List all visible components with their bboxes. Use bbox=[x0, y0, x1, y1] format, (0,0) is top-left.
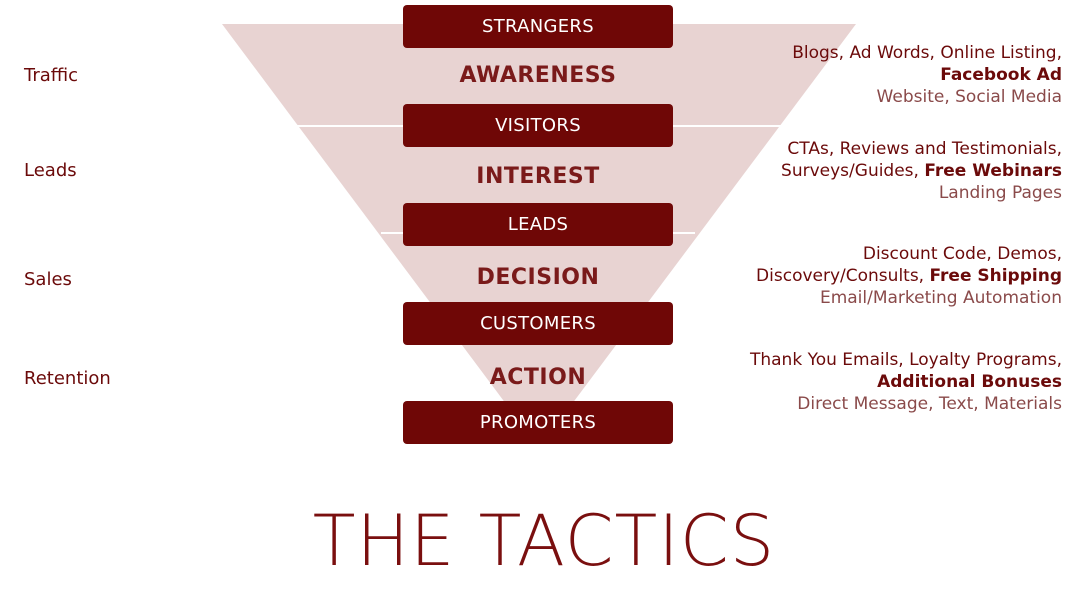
phase-action: ACTION bbox=[489, 365, 587, 390]
page-title: THE TACTICS bbox=[312, 500, 776, 582]
tactic-prefix: Discovery/Consults, bbox=[756, 266, 930, 286]
tactic-highlight: Free Shipping bbox=[929, 266, 1063, 286]
stage-label-traffic: Traffic bbox=[24, 65, 79, 86]
tactics-interest: CTAs, Reviews and Testimonials, Surveys/… bbox=[781, 138, 1062, 204]
box-visitors: VISITORS bbox=[403, 104, 673, 147]
tactic-line-2: Surveys/Guides, Free Webinars bbox=[781, 160, 1062, 182]
box-leads: LEADS bbox=[403, 203, 673, 246]
tactic-line-2: Discovery/Consults, Free Shipping bbox=[756, 265, 1062, 287]
stage-label-retention: Retention bbox=[24, 368, 111, 389]
box-promoters: PROMOTERS bbox=[403, 401, 673, 444]
tactic-highlight: Free Webinars bbox=[924, 161, 1062, 181]
tactics-awareness: Blogs, Ad Words, Online Listing, Faceboo… bbox=[792, 42, 1062, 108]
tactic-channels: Landing Pages bbox=[938, 183, 1062, 203]
tactic-line: Blogs, Ad Words, Online Listing, bbox=[792, 43, 1062, 63]
tactic-prefix: Surveys/Guides, bbox=[781, 161, 925, 181]
phase-decision: DECISION bbox=[476, 265, 600, 290]
tactic-highlight: Additional Bonuses bbox=[877, 372, 1062, 392]
tactics-decision: Discount Code, Demos, Discovery/Consults… bbox=[756, 243, 1062, 309]
tactic-channels: Email/Marketing Automation bbox=[819, 288, 1062, 308]
box-customers: CUSTOMERS bbox=[403, 302, 673, 345]
tactic-line: CTAs, Reviews and Testimonials, bbox=[787, 139, 1062, 159]
tactic-channels: Website, Social Media bbox=[876, 87, 1062, 107]
phase-interest: INTEREST bbox=[476, 164, 600, 189]
box-strangers: STRANGERS bbox=[403, 5, 673, 48]
tactics-action: Thank You Emails, Loyalty Programs, Addi… bbox=[750, 349, 1062, 415]
phase-awareness: AWARENESS bbox=[459, 63, 617, 88]
stage-label-sales: Sales bbox=[24, 269, 72, 290]
tactic-line: Discount Code, Demos, bbox=[862, 244, 1062, 264]
tactic-channels: Direct Message, Text, Materials bbox=[797, 394, 1062, 414]
stage-label-leads: Leads bbox=[24, 160, 77, 181]
tactic-line: Thank You Emails, Loyalty Programs, bbox=[749, 350, 1062, 370]
tactic-highlight: Facebook Ad bbox=[940, 65, 1062, 85]
